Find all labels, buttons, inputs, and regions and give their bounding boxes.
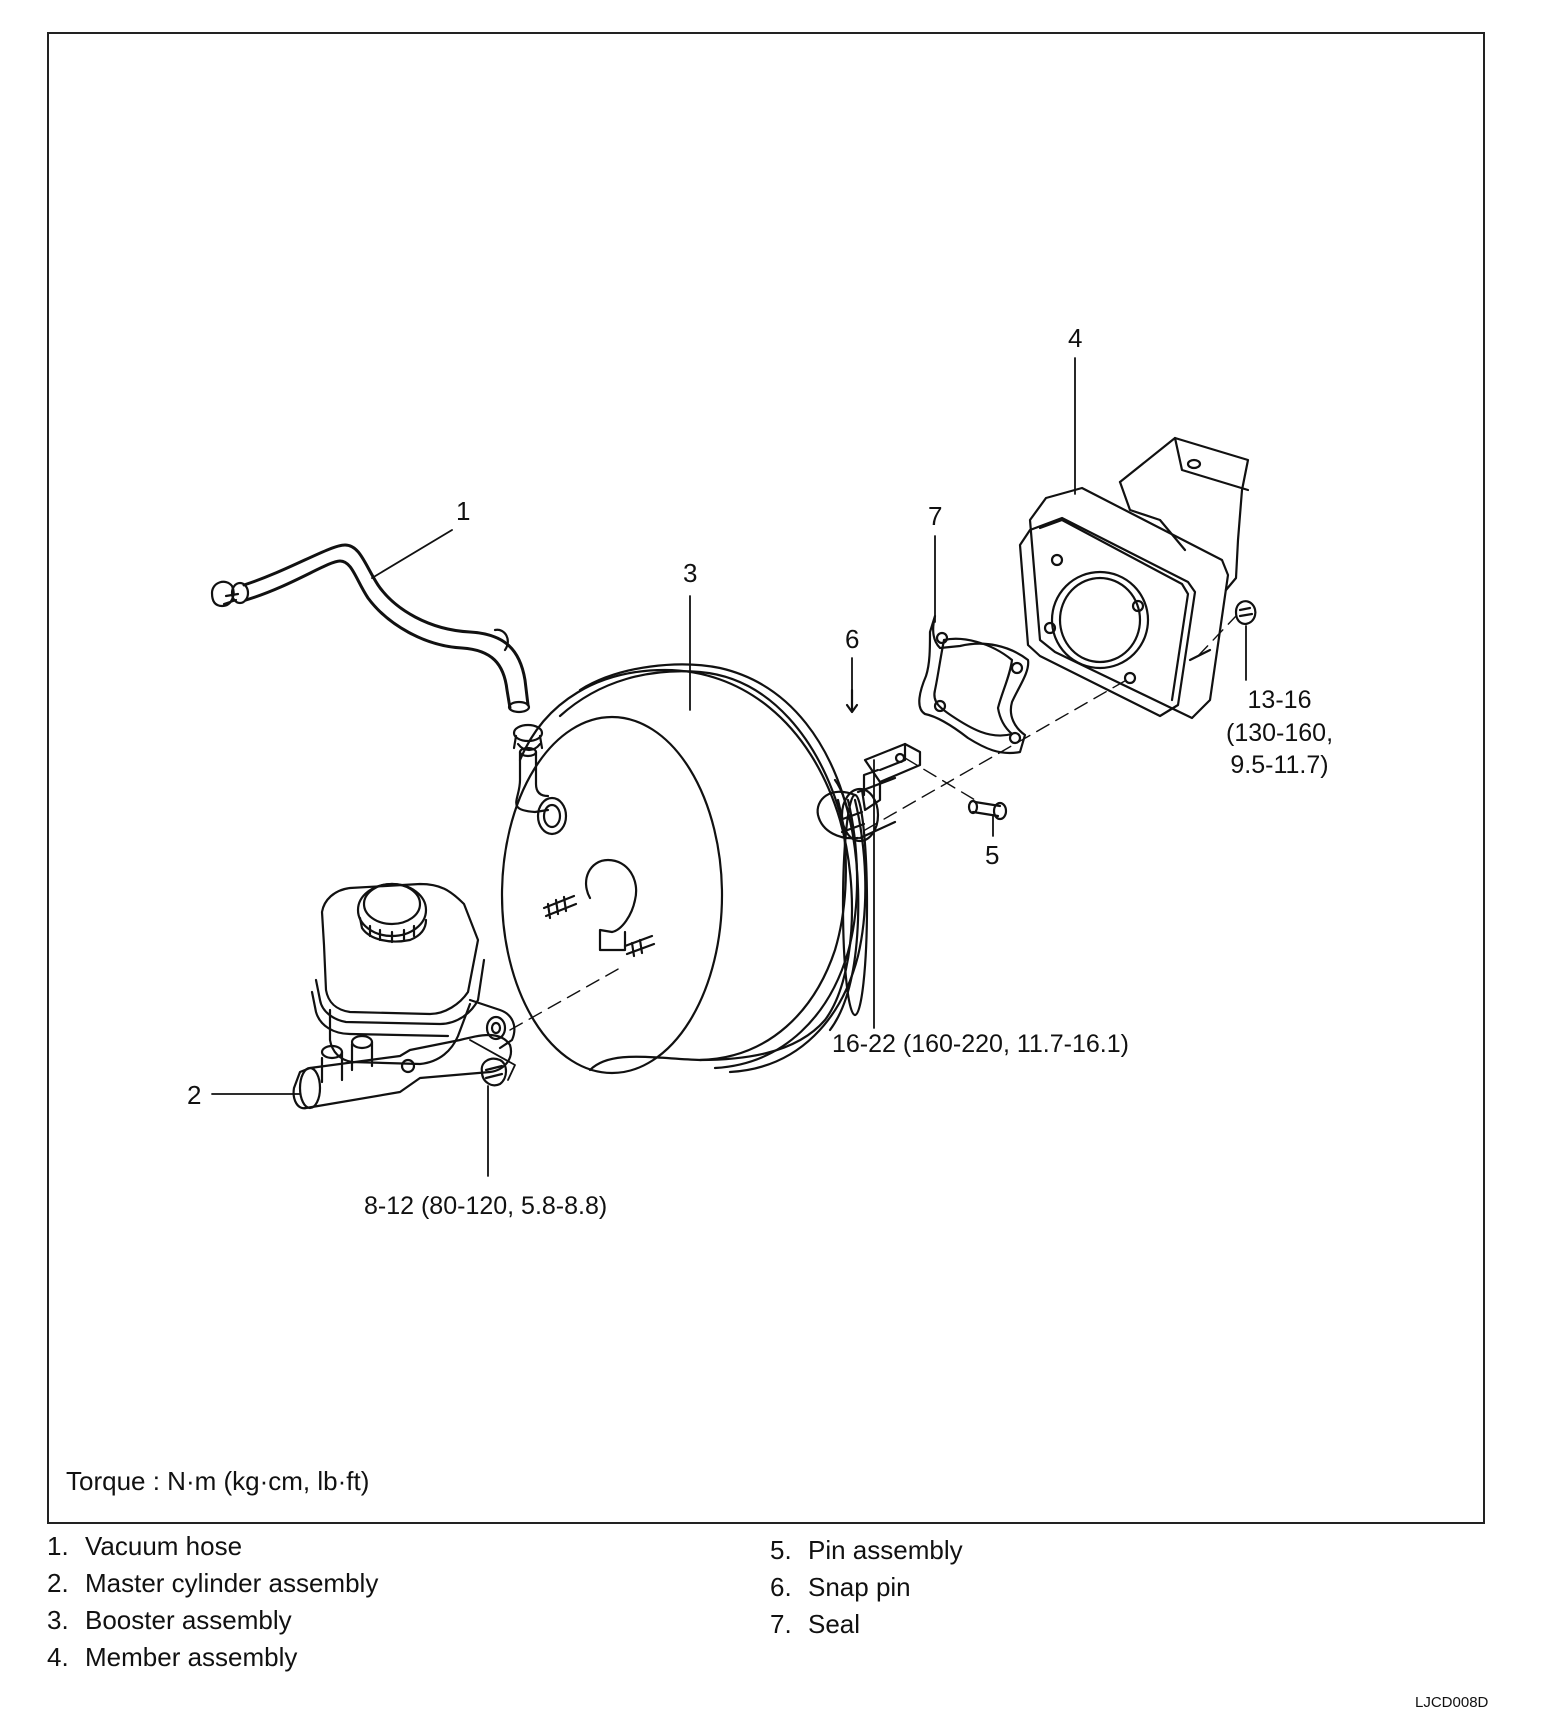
legend-item-5: 5. Pin assembly [770, 1532, 963, 1569]
legend-number: 7. [770, 1609, 792, 1639]
legend-label: Booster assembly [85, 1605, 292, 1635]
callout-7: 7 [928, 501, 943, 531]
legend-label: Master cylinder assembly [85, 1568, 379, 1598]
legend-label: Vacuum hose [85, 1531, 243, 1561]
callout-1: 1 [456, 496, 471, 526]
torque-booster-nut: 16-22 (160-220, 11.7-16.1) [832, 1030, 1129, 1058]
leader-lines [211, 357, 1247, 1177]
booster-assembly [500, 663, 897, 1075]
seal [918, 614, 1030, 755]
legend-number: 4. [47, 1642, 69, 1672]
torque-master-cylinder-nut: 8-12 (80-120, 5.8-8.8) [364, 1192, 608, 1220]
figure-code: LJCD008D [1415, 1694, 1489, 1711]
legend-number: 1. [47, 1531, 69, 1561]
legend-item-1: 1. Vacuum hose [47, 1528, 378, 1565]
callout-3: 3 [683, 558, 698, 588]
legend-label: Seal [808, 1609, 861, 1639]
torque-member-nut-line3: 9.5-11.7) [1230, 751, 1329, 779]
alignment-lines [509, 615, 1237, 1031]
legend-item-4: 4. Member assembly [47, 1639, 378, 1676]
torque-member-nut-line1: 13-16 [1247, 686, 1312, 714]
legend-item-6: 6. Snap pin [770, 1569, 963, 1606]
diagram-frame [47, 32, 1485, 1524]
callout-2: 2 [187, 1080, 202, 1110]
callout-6: 6 [845, 624, 860, 654]
legend-number: 6. [770, 1572, 792, 1602]
callout-4: 4 [1068, 323, 1083, 353]
legend-item-7: 7. Seal [770, 1606, 963, 1643]
member-assembly [1018, 436, 1257, 720]
legend-right: 5. Pin assembly 6. Snap pin 7. Seal [770, 1532, 963, 1643]
legend-label: Member assembly [85, 1642, 298, 1672]
legend-label: Snap pin [808, 1572, 911, 1602]
legend-number: 3. [47, 1605, 69, 1635]
legend-label: Pin assembly [808, 1535, 963, 1565]
legend-item-3: 3. Booster assembly [47, 1602, 378, 1639]
legend-left: 1. Vacuum hose 2. Master cylinder assembly… [47, 1528, 378, 1676]
legend-number: 2. [47, 1568, 69, 1598]
torque-unit-note: Torque : N·m (kg·cm, lb·ft) [66, 1466, 370, 1496]
snap-pin [845, 688, 859, 714]
callout-5: 5 [985, 840, 1000, 870]
torque-member-nut: 13-16 (130-160, 9.5-11.7) [1226, 684, 1333, 782]
legend-number: 5. [770, 1535, 792, 1565]
torque-member-nut-line2: (130-160, [1226, 718, 1334, 747]
legend-item-2: 2. Master cylinder assembly [47, 1565, 378, 1602]
clevis [860, 742, 922, 812]
vacuum-hose [210, 543, 550, 814]
pin-assembly [967, 799, 1008, 821]
master-cylinder-assembly [292, 882, 516, 1110]
